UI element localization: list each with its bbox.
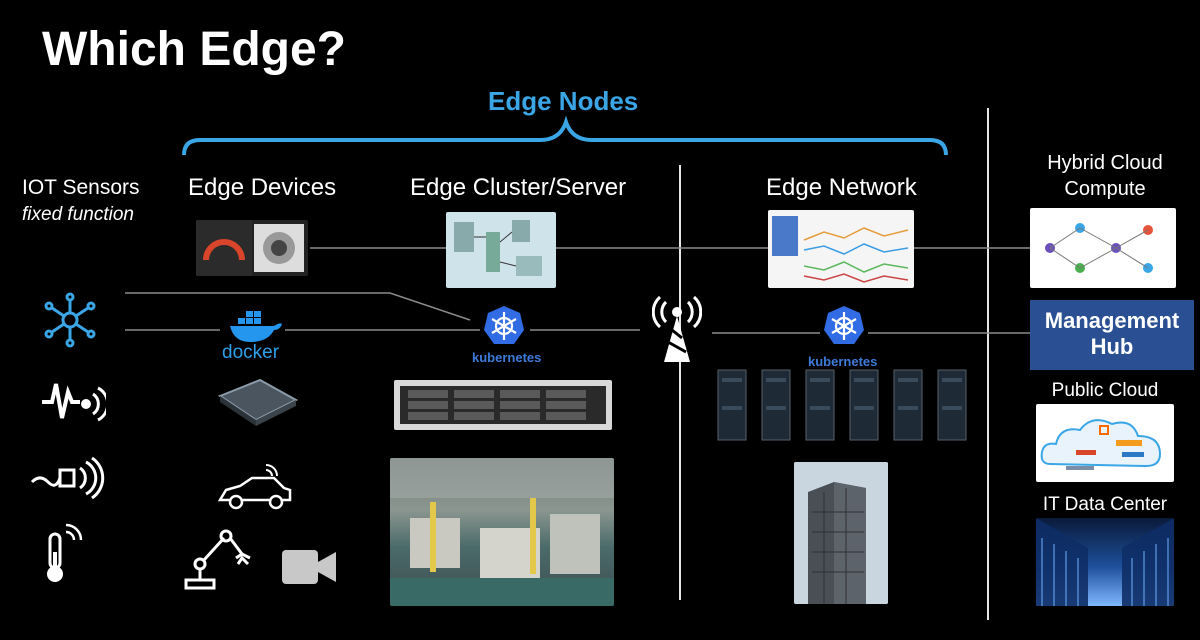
hybrid-cloud-workflow-image <box>1030 208 1176 288</box>
office-building-photo <box>794 462 888 604</box>
management-hub-label-line2: Hub <box>1090 334 1134 359</box>
edge-cluster-header: Edge Cluster/Server <box>410 174 627 201</box>
kubernetes-icon <box>824 306 864 344</box>
edge-nodes-label: Edge Nodes <box>488 86 639 116</box>
slide-title: Which Edge? <box>42 23 346 76</box>
factory-floor-photo <box>390 458 614 606</box>
it-data-center-label: IT Data Center <box>1042 494 1168 515</box>
robot-arm-icon <box>184 529 251 590</box>
line-sensor-to-k8s <box>125 292 471 321</box>
connected-car-icon <box>217 464 292 510</box>
rack-server-image <box>394 380 612 430</box>
gauge-device-icon <box>196 220 304 276</box>
edge-devices-header: Edge Devices <box>188 174 337 201</box>
edge-network-header: Edge Network <box>766 174 917 201</box>
hybrid-cloud-header-line1: Hybrid Cloud <box>1047 152 1163 174</box>
data-center-photo <box>1036 518 1174 606</box>
kubernetes-icon <box>484 306 524 344</box>
processor-chip-icon <box>217 378 299 426</box>
cluster-process-diagram <box>446 212 556 288</box>
public-cloud-providers-image <box>1036 404 1174 482</box>
proximity-sensor-icon <box>30 456 105 500</box>
iot-sensors-subheader: fixed function <box>22 204 134 225</box>
cell-tower-icon <box>652 295 702 362</box>
server-racks-image <box>717 369 967 441</box>
kubernetes-label-cluster: kubernetes <box>472 350 542 365</box>
edge-device-image <box>196 220 308 276</box>
network-hub-icon <box>44 292 96 348</box>
management-hub-box: Management Hub <box>1030 300 1194 370</box>
management-hub-label-line1: Management <box>1044 308 1180 333</box>
iot-sensors-header: IOT Sensors <box>22 176 140 199</box>
thermometer-icon <box>47 523 83 582</box>
hybrid-cloud-header-line2: Compute <box>1064 178 1146 200</box>
docker-label: docker <box>222 342 280 363</box>
kubernetes-label-network: kubernetes <box>808 354 878 369</box>
edge-nodes-brace <box>182 115 948 156</box>
public-cloud-label: Public Cloud <box>1051 380 1159 401</box>
docker-whale-icon <box>230 311 282 342</box>
network-charts-image <box>768 210 914 288</box>
vibration-sensor-icon <box>42 383 106 422</box>
video-camera-icon <box>282 550 336 584</box>
